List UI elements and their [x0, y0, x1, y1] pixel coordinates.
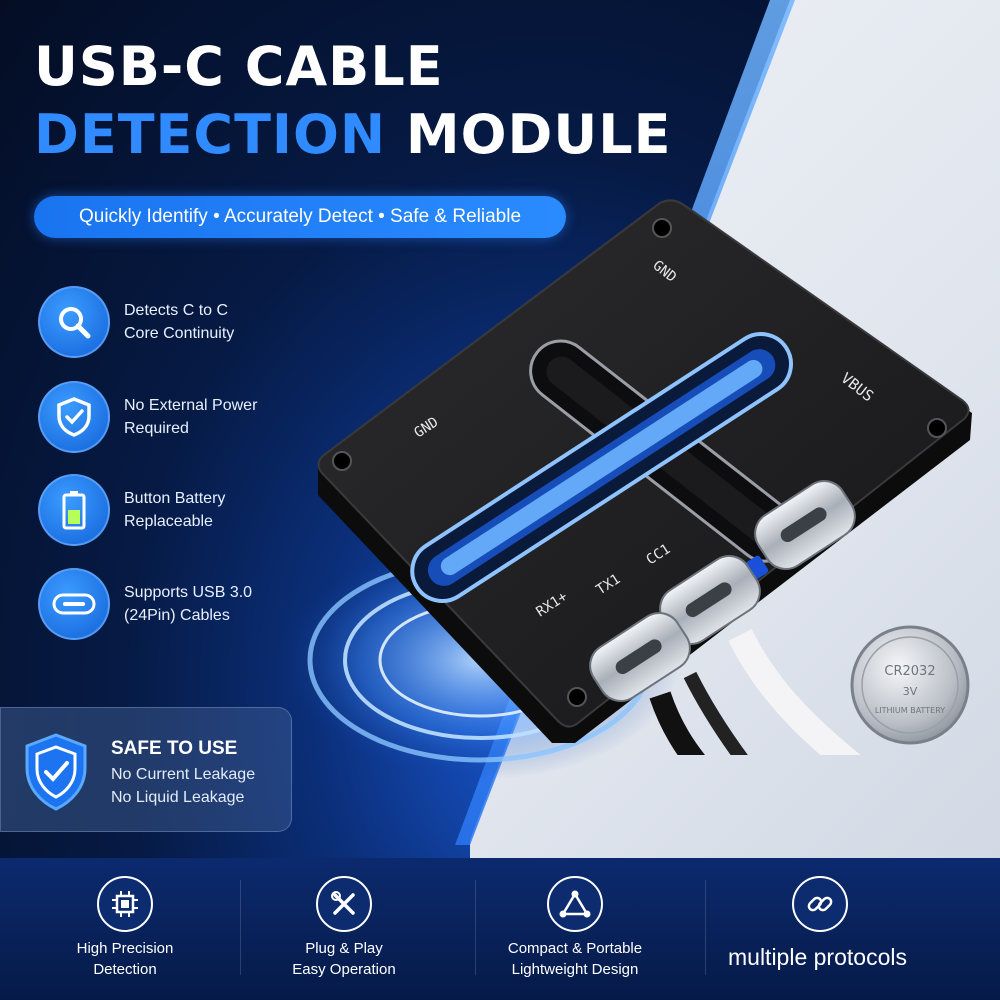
- detection-board: GND VBUS GND RX1+ TX1 CC1 CR2032 3V LITH…: [317, 199, 972, 755]
- shield-check-icon: [25, 733, 87, 811]
- magnifier-icon: [38, 286, 110, 358]
- usb-c-plug-3: [589, 612, 691, 702]
- triangle-nodes-icon: [547, 876, 603, 932]
- divider: [475, 880, 476, 975]
- bottom-feature-compact: Compact & Portable Lightweight Design: [485, 876, 665, 980]
- title-module: MODULE: [405, 103, 672, 166]
- cr2032-battery: CR2032 3V LITHIUM BATTERY: [850, 625, 970, 745]
- feature-line1: Supports USB 3.0: [124, 584, 253, 601]
- feature-text: Detects C to C Core Continuity: [124, 299, 234, 345]
- title-line-2: DETECTION MODULE: [34, 108, 672, 162]
- feature-line2: Replaceable: [124, 513, 213, 530]
- safe-line-2: No Liquid Leakage: [111, 789, 245, 806]
- feature-text: Button Battery Replaceable: [124, 487, 225, 533]
- safe-line-1: No Current Leakage: [111, 766, 256, 783]
- bottom-line2: Detection: [93, 961, 157, 978]
- bottom-line2: Lightweight Design: [511, 961, 639, 978]
- feature-usb3: Supports USB 3.0 (24Pin) Cables: [38, 567, 298, 641]
- shield-check-icon: [38, 381, 110, 453]
- title-detection: DETECTION: [34, 103, 387, 166]
- feature-line2: Core Continuity: [124, 325, 235, 342]
- safe-title: SAFE TO USE: [111, 738, 238, 759]
- bottom-line1: Compact & Portable: [507, 940, 643, 957]
- overlay-multiple-protocols: multiple protocols: [728, 944, 907, 970]
- usb-c-plug-1: [754, 480, 856, 570]
- bottom-feature-protocols: [730, 876, 910, 932]
- link-icon: [792, 876, 848, 932]
- battery-chem: LITHIUM BATTERY: [875, 706, 945, 715]
- battery-icon: [38, 474, 110, 546]
- bottom-feature-precision: High Precision Detection: [35, 876, 215, 980]
- feature-line1: Button Battery: [124, 490, 226, 507]
- tools-icon: [316, 876, 372, 932]
- black-cable: [649, 691, 706, 755]
- feature-continuity: Detects C to C Core Continuity: [38, 285, 298, 359]
- feature-line1: No External Power: [124, 397, 258, 414]
- feature-line2: Required: [124, 420, 189, 437]
- divider: [705, 880, 706, 975]
- feature-battery: Button Battery Replaceable: [38, 473, 298, 547]
- battery-voltage: 3V: [903, 685, 918, 698]
- bottom-feature-plug-play: Plug & Play Easy Operation: [254, 876, 434, 980]
- battery-model: CR2032: [884, 664, 935, 679]
- safe-to-use-panel: SAFE TO USE No Current Leakage No Liquid…: [0, 707, 292, 832]
- feature-line2: (24Pin) Cables: [124, 607, 230, 624]
- divider: [240, 880, 241, 975]
- title-line-1: USB-C CABLE: [34, 35, 444, 98]
- feature-text: Supports USB 3.0 (24Pin) Cables: [124, 581, 252, 627]
- feature-line1: Detects C to C: [124, 302, 229, 319]
- feature-no-power: No External Power Required: [38, 380, 298, 454]
- bottom-line2: Easy Operation: [292, 961, 396, 978]
- usb-c-port-icon: [38, 568, 110, 640]
- chip-icon: [97, 876, 153, 932]
- feature-text: No External Power Required: [124, 394, 257, 440]
- bottom-line1: Plug & Play: [305, 940, 383, 957]
- bottom-line1: High Precision: [76, 940, 174, 957]
- white-cable: [728, 629, 861, 755]
- tagline-pill: Quickly Identify • Accurately Detect • S…: [34, 196, 566, 238]
